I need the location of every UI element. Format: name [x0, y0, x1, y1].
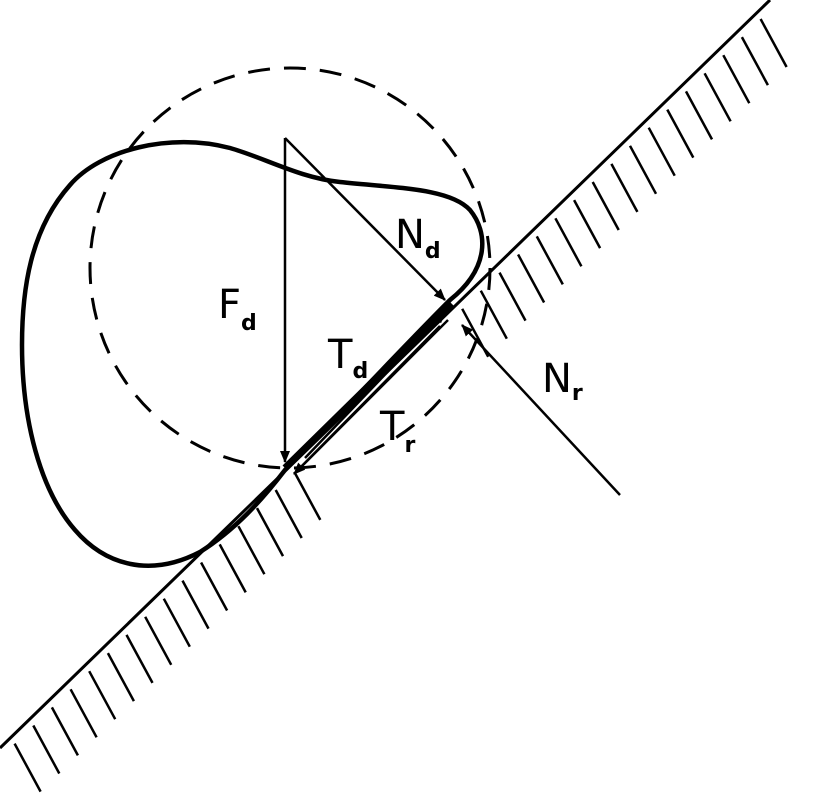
- nr-arrow: [461, 324, 621, 496]
- hatch-mark: [554, 217, 583, 267]
- hatch-mark: [237, 525, 266, 575]
- hatch-mark: [181, 580, 210, 630]
- nd-arrow: [284, 137, 446, 301]
- hatch-mark: [274, 489, 303, 539]
- surface-hatching: [13, 18, 788, 793]
- hatch-mark: [69, 688, 98, 738]
- hatch-mark: [125, 634, 154, 684]
- contact-zone-line: [282, 301, 455, 471]
- hatch-mark: [703, 72, 732, 122]
- label-fd: Fd: [218, 282, 257, 336]
- hatch-mark: [740, 36, 769, 86]
- label-td: Td: [327, 332, 368, 384]
- label-nd: Nd: [395, 212, 441, 264]
- hatch-mark: [200, 561, 229, 612]
- hatch-mark: [517, 253, 546, 304]
- hatch-mark: [666, 109, 695, 159]
- hatch-mark: [591, 181, 620, 231]
- hatch-mark: [218, 543, 247, 593]
- deformed-body-outline: [19, 139, 485, 568]
- hatch-mark: [722, 54, 751, 104]
- hatch-mark: [684, 90, 714, 140]
- hatch-mark: [293, 471, 322, 521]
- hatch-mark: [498, 272, 527, 322]
- hatch-mark: [162, 598, 191, 648]
- hatch-mark: [13, 743, 42, 793]
- hatch-mark: [106, 652, 135, 702]
- hatch-mark: [88, 670, 117, 720]
- undeformed-circle-dashed: [88, 66, 492, 470]
- hatch-mark: [479, 290, 508, 340]
- hatch-mark: [255, 507, 285, 557]
- hatch-mark: [50, 706, 79, 756]
- label-nr: Nr: [542, 356, 583, 406]
- hatch-mark: [535, 235, 564, 285]
- label-tr: Tr: [379, 404, 415, 458]
- hatch-mark: [144, 616, 173, 666]
- tr-arrow: [293, 325, 441, 475]
- hatch-mark: [610, 163, 639, 213]
- hatch-mark: [573, 199, 602, 249]
- hatch-mark: [759, 18, 788, 68]
- hatch-mark: [647, 127, 676, 177]
- hatch-mark: [32, 724, 61, 775]
- hatch-mark: [628, 145, 658, 195]
- td-arrow: [304, 311, 446, 459]
